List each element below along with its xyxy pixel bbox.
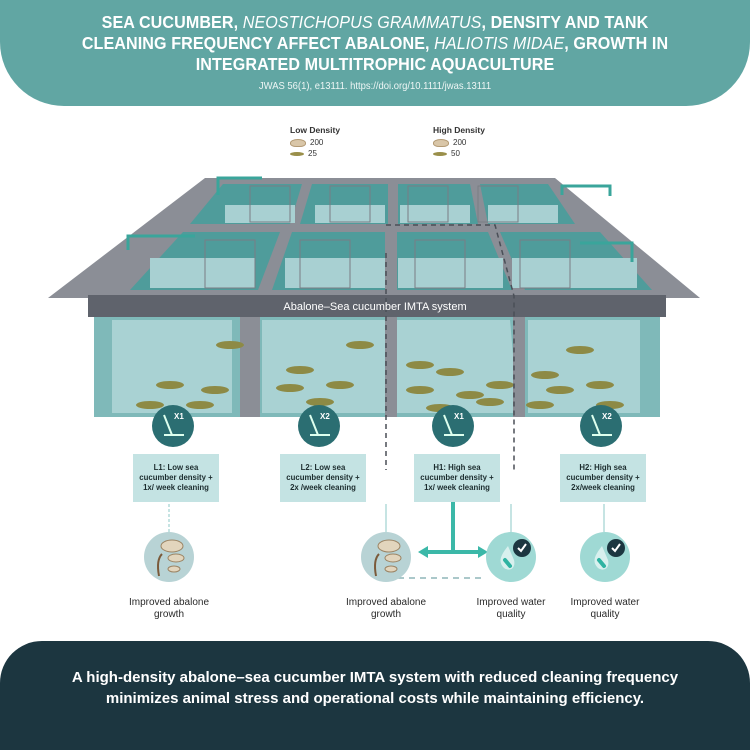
water-pipes (126, 176, 634, 262)
legend-title: Low Density (290, 125, 341, 135)
rake-icon (591, 414, 612, 436)
legend-row-abalone: 200 (290, 137, 340, 148)
cleaning-badge-l1: X1 (152, 405, 194, 447)
title-species-abalone: HALIOTIS MIDAE (434, 33, 565, 53)
sea-cucumber (586, 381, 614, 389)
outcome-label: Improved abalone growth (345, 597, 427, 620)
outcome-label: Improved water quality (476, 597, 546, 620)
rake-icon (309, 414, 330, 436)
treatment-box-h2: H2: High sea cucumber density + 2x/week … (560, 454, 646, 502)
sea-cucumber (566, 346, 594, 354)
sea-cucumber (201, 386, 229, 394)
cleaning-count: X1 (174, 412, 184, 421)
sea-cucumber (286, 366, 314, 374)
sea-cucumber (546, 386, 574, 394)
tank-water (112, 320, 640, 413)
outcome-icon-h1-water (486, 532, 536, 582)
outcome-icon-h2-water (580, 532, 630, 582)
sea-cucumber-count: 50 (451, 149, 460, 158)
conclusion-message: A high-density abalone–sea cucumber IMTA… (71, 669, 679, 707)
treatment-box-l1: L1: Low sea cucumber density + 1x/ week … (133, 454, 219, 502)
cleaning-count: X2 (320, 412, 330, 421)
sea-cucumber (406, 361, 434, 369)
cleaning-badge-h1: X1 (432, 405, 474, 447)
sea-cucumber-icon (433, 151, 447, 156)
treatment-box-l2: L2: Low sea cucumber density + 2x /week … (280, 454, 366, 502)
sea-cucumber (186, 401, 214, 409)
title-part: SEA CUCUMBER, (101, 12, 243, 32)
title-species-sea-cucumber: NEOSTICHOPUS GRAMMATUS (242, 12, 482, 32)
cleaning-badge-h2: X2 (580, 405, 622, 447)
tank-dividers (240, 317, 525, 417)
legend-high-density: High Density 200 50 (433, 125, 485, 159)
legend-row-abalone: 200 (433, 137, 485, 148)
sea-cucumber (216, 341, 244, 349)
abalone-icon (290, 138, 306, 147)
abalone-icon (433, 138, 449, 147)
rake-icon (443, 414, 464, 436)
sea-cucumber (436, 368, 464, 376)
legend-row-sea-cucumber: 25 (290, 148, 340, 159)
imta-tank-diagram (48, 176, 700, 470)
title-part: , GROWTH IN INTEGRATED MULTITROPHIC AQUA… (195, 33, 669, 74)
abalone-cages (204, 185, 571, 289)
water-quality-check-icon (594, 539, 625, 570)
arrow-right-icon (478, 546, 488, 558)
header-banner: SEA CUCUMBER, NEOSTICHOPUS GRAMMATUS, DE… (0, 0, 750, 106)
sea-cucumber (406, 386, 434, 394)
back-row-tanks (190, 184, 575, 224)
outcome-icon-l1 (144, 532, 194, 582)
sea-cucumber (326, 381, 354, 389)
abalone-growth-icon (157, 539, 185, 577)
sea-cucumber-icon (290, 151, 304, 156)
connectors (168, 502, 605, 579)
footer-banner: A high-density abalone–sea cucumber IMTA… (0, 641, 750, 750)
abalone-count: 200 (310, 138, 324, 147)
sea-cucumber (306, 398, 334, 406)
outcome-icon-h1-growth (361, 532, 411, 582)
treatment-box-h1: H1: High sea cucumber density + 1x/ week… (414, 454, 500, 502)
legend-low-density: Low Density 200 25 (290, 125, 340, 159)
sea-cucumber (136, 401, 164, 409)
sea-cucumber (526, 401, 554, 409)
rake-icon (163, 414, 184, 436)
abalone-count: 200 (453, 138, 467, 147)
legend-title: High Density (433, 125, 485, 135)
legend-row-sea-cucumber: 50 (433, 148, 485, 159)
sea-cucumber (276, 384, 304, 392)
abalone-growth-icon (374, 539, 402, 577)
sea-cucumber-count: 25 (308, 149, 317, 158)
sea-cucumber (531, 371, 559, 379)
sea-cucumber (456, 391, 484, 399)
cleaning-badge-l2: X2 (298, 405, 340, 447)
sea-cucumbers (136, 341, 624, 412)
sea-cucumber (486, 381, 514, 389)
sea-cucumber (156, 381, 184, 389)
outcome-label: Improved abalone growth (128, 597, 210, 620)
water-quality-check-icon (500, 539, 531, 570)
outcome-label: Improved water quality (570, 597, 640, 620)
arrow-left-icon (418, 546, 428, 558)
sea-cucumber (476, 398, 504, 406)
system-label: Abalone–Sea cucumber IMTA system (283, 301, 467, 313)
cleaning-count: X1 (454, 412, 464, 421)
highlight-dashed-line (386, 224, 515, 470)
infographic-title: SEA CUCUMBER, NEOSTICHOPUS GRAMMATUS, DE… (67, 12, 683, 75)
sea-cucumber (346, 341, 374, 349)
citation-link[interactable]: JWAS 56(1), e13111. https://doi.org/10.1… (258, 80, 492, 92)
cleaning-count: X2 (602, 412, 612, 421)
system-banner (88, 295, 666, 317)
title-part: , DENSITY AND TANK CLEANING FREQUENCY AF… (81, 12, 649, 53)
